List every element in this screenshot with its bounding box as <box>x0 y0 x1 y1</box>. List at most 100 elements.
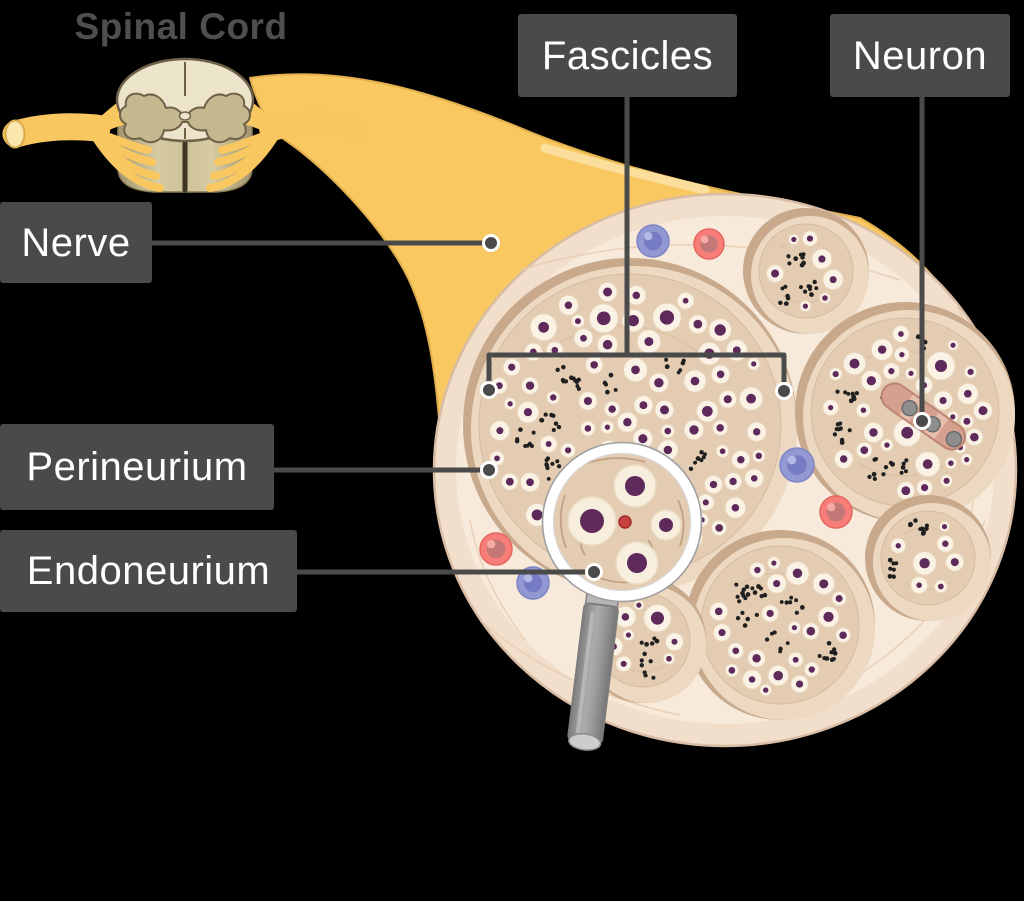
axon-nucleus <box>728 667 736 674</box>
myelinated-axon <box>938 520 951 533</box>
axon-nucleus <box>564 301 573 309</box>
myelinated-axon <box>936 534 955 553</box>
myelinated-axon <box>519 471 541 493</box>
leader-line-nerve <box>152 234 500 252</box>
myelinated-axon <box>748 561 766 579</box>
node-of-ranvier <box>945 430 963 448</box>
myelinated-axon <box>947 339 960 352</box>
myelinated-axon <box>708 317 733 343</box>
axon-nucleus <box>746 393 756 404</box>
axon-nucleus <box>835 595 843 603</box>
leader-dot <box>585 563 603 581</box>
myelinated-axon <box>696 493 715 512</box>
myelinated-axon <box>767 664 790 687</box>
magnified-axon <box>567 496 617 546</box>
myelinated-axon <box>559 442 577 459</box>
axon-nucleus <box>632 291 641 300</box>
myelinated-axon <box>965 427 984 447</box>
axon-nucleus <box>943 477 950 484</box>
myelinated-axon <box>817 605 840 629</box>
label-neuron-text: Neuron <box>852 33 988 78</box>
axon-nucleus <box>792 656 799 663</box>
axon-nucleus <box>791 236 797 243</box>
myelinated-axon <box>683 369 707 393</box>
myelinated-axon <box>889 537 907 555</box>
axon-nucleus <box>701 405 713 417</box>
axon-nucleus <box>723 395 732 404</box>
myelinated-axon <box>730 449 751 470</box>
axon-nucleus <box>719 448 726 455</box>
myelinated-axon <box>741 669 763 690</box>
myelinated-axon <box>636 329 662 355</box>
leader-line-endoneurium <box>297 563 603 581</box>
axon-nucleus <box>602 339 613 350</box>
axon-nucleus <box>751 361 757 367</box>
axon-nucleus <box>718 629 726 637</box>
myelinated-axon <box>584 355 604 375</box>
myelinated-axon <box>687 313 708 335</box>
unmyelinated-axon-cluster <box>779 595 805 615</box>
myelinated-axon <box>746 421 768 443</box>
central-canal <box>178 111 192 121</box>
axon-nucleus <box>663 445 673 455</box>
axon-nucleus <box>922 459 933 469</box>
myelinated-axon <box>831 590 848 607</box>
myelinated-axon <box>529 313 558 342</box>
leader-dot <box>480 381 498 399</box>
axon-nucleus <box>525 381 535 390</box>
myelinated-axon <box>488 450 506 467</box>
myelinated-axon <box>759 683 773 697</box>
myelinated-axon <box>912 550 938 576</box>
myelinated-axon <box>723 472 743 491</box>
myelinated-axon <box>744 468 765 489</box>
myelinated-axon <box>625 284 647 306</box>
fascicle-4 <box>685 530 875 720</box>
myelinated-axon <box>539 434 558 454</box>
myelinated-axon <box>718 389 738 409</box>
axon-nucleus <box>584 425 592 432</box>
axon-nucleus <box>729 477 737 486</box>
capillary <box>618 515 632 529</box>
axon-nucleus <box>950 414 956 420</box>
myelinated-axon <box>676 291 695 310</box>
unmyelinated-axon-cluster <box>639 636 660 657</box>
unmyelinated-axon-cluster <box>734 582 751 604</box>
myelinated-axon <box>746 356 761 371</box>
axon-nucleus <box>948 460 954 466</box>
leader-line-fascicles <box>480 97 793 400</box>
myelinated-axon <box>503 396 517 411</box>
leader-dot <box>775 382 793 400</box>
axon-nucleus <box>806 626 816 636</box>
axon-nucleus <box>818 255 826 263</box>
axon-nucleus <box>860 407 867 413</box>
axon-nucleus <box>950 558 959 567</box>
axon-nucleus <box>664 427 672 435</box>
axon-nucleus <box>792 568 803 579</box>
myelinated-axon <box>648 372 670 394</box>
myelinated-axon <box>489 420 511 442</box>
axon-nucleus <box>731 503 740 512</box>
myelinated-axon <box>833 448 854 470</box>
myelinated-axon <box>579 420 596 437</box>
myelinated-axon <box>790 674 810 694</box>
unmyelinated-axon-cluster <box>835 389 860 404</box>
axon-nucleus <box>750 475 758 482</box>
axon-nucleus <box>636 602 642 608</box>
endoneurium-view <box>553 453 691 591</box>
magnifier-ring <box>543 443 701 601</box>
myelinated-axon <box>879 438 894 453</box>
myelinated-axon <box>633 394 654 416</box>
axon-nucleus <box>877 345 887 354</box>
myelinated-axon <box>787 620 802 635</box>
spinal-cord-title: Spinal Cord <box>50 4 312 50</box>
myelinated-axon <box>933 579 948 594</box>
myelinated-axon <box>959 413 975 429</box>
axon-nucleus <box>693 319 703 329</box>
unmyelinated-axon-cluster <box>764 630 790 654</box>
axon-nucleus <box>494 455 500 462</box>
blood-vessel-red <box>819 495 853 529</box>
magnified-axon <box>613 464 657 508</box>
axon-nucleus <box>849 358 860 369</box>
axon-nucleus <box>802 303 809 309</box>
